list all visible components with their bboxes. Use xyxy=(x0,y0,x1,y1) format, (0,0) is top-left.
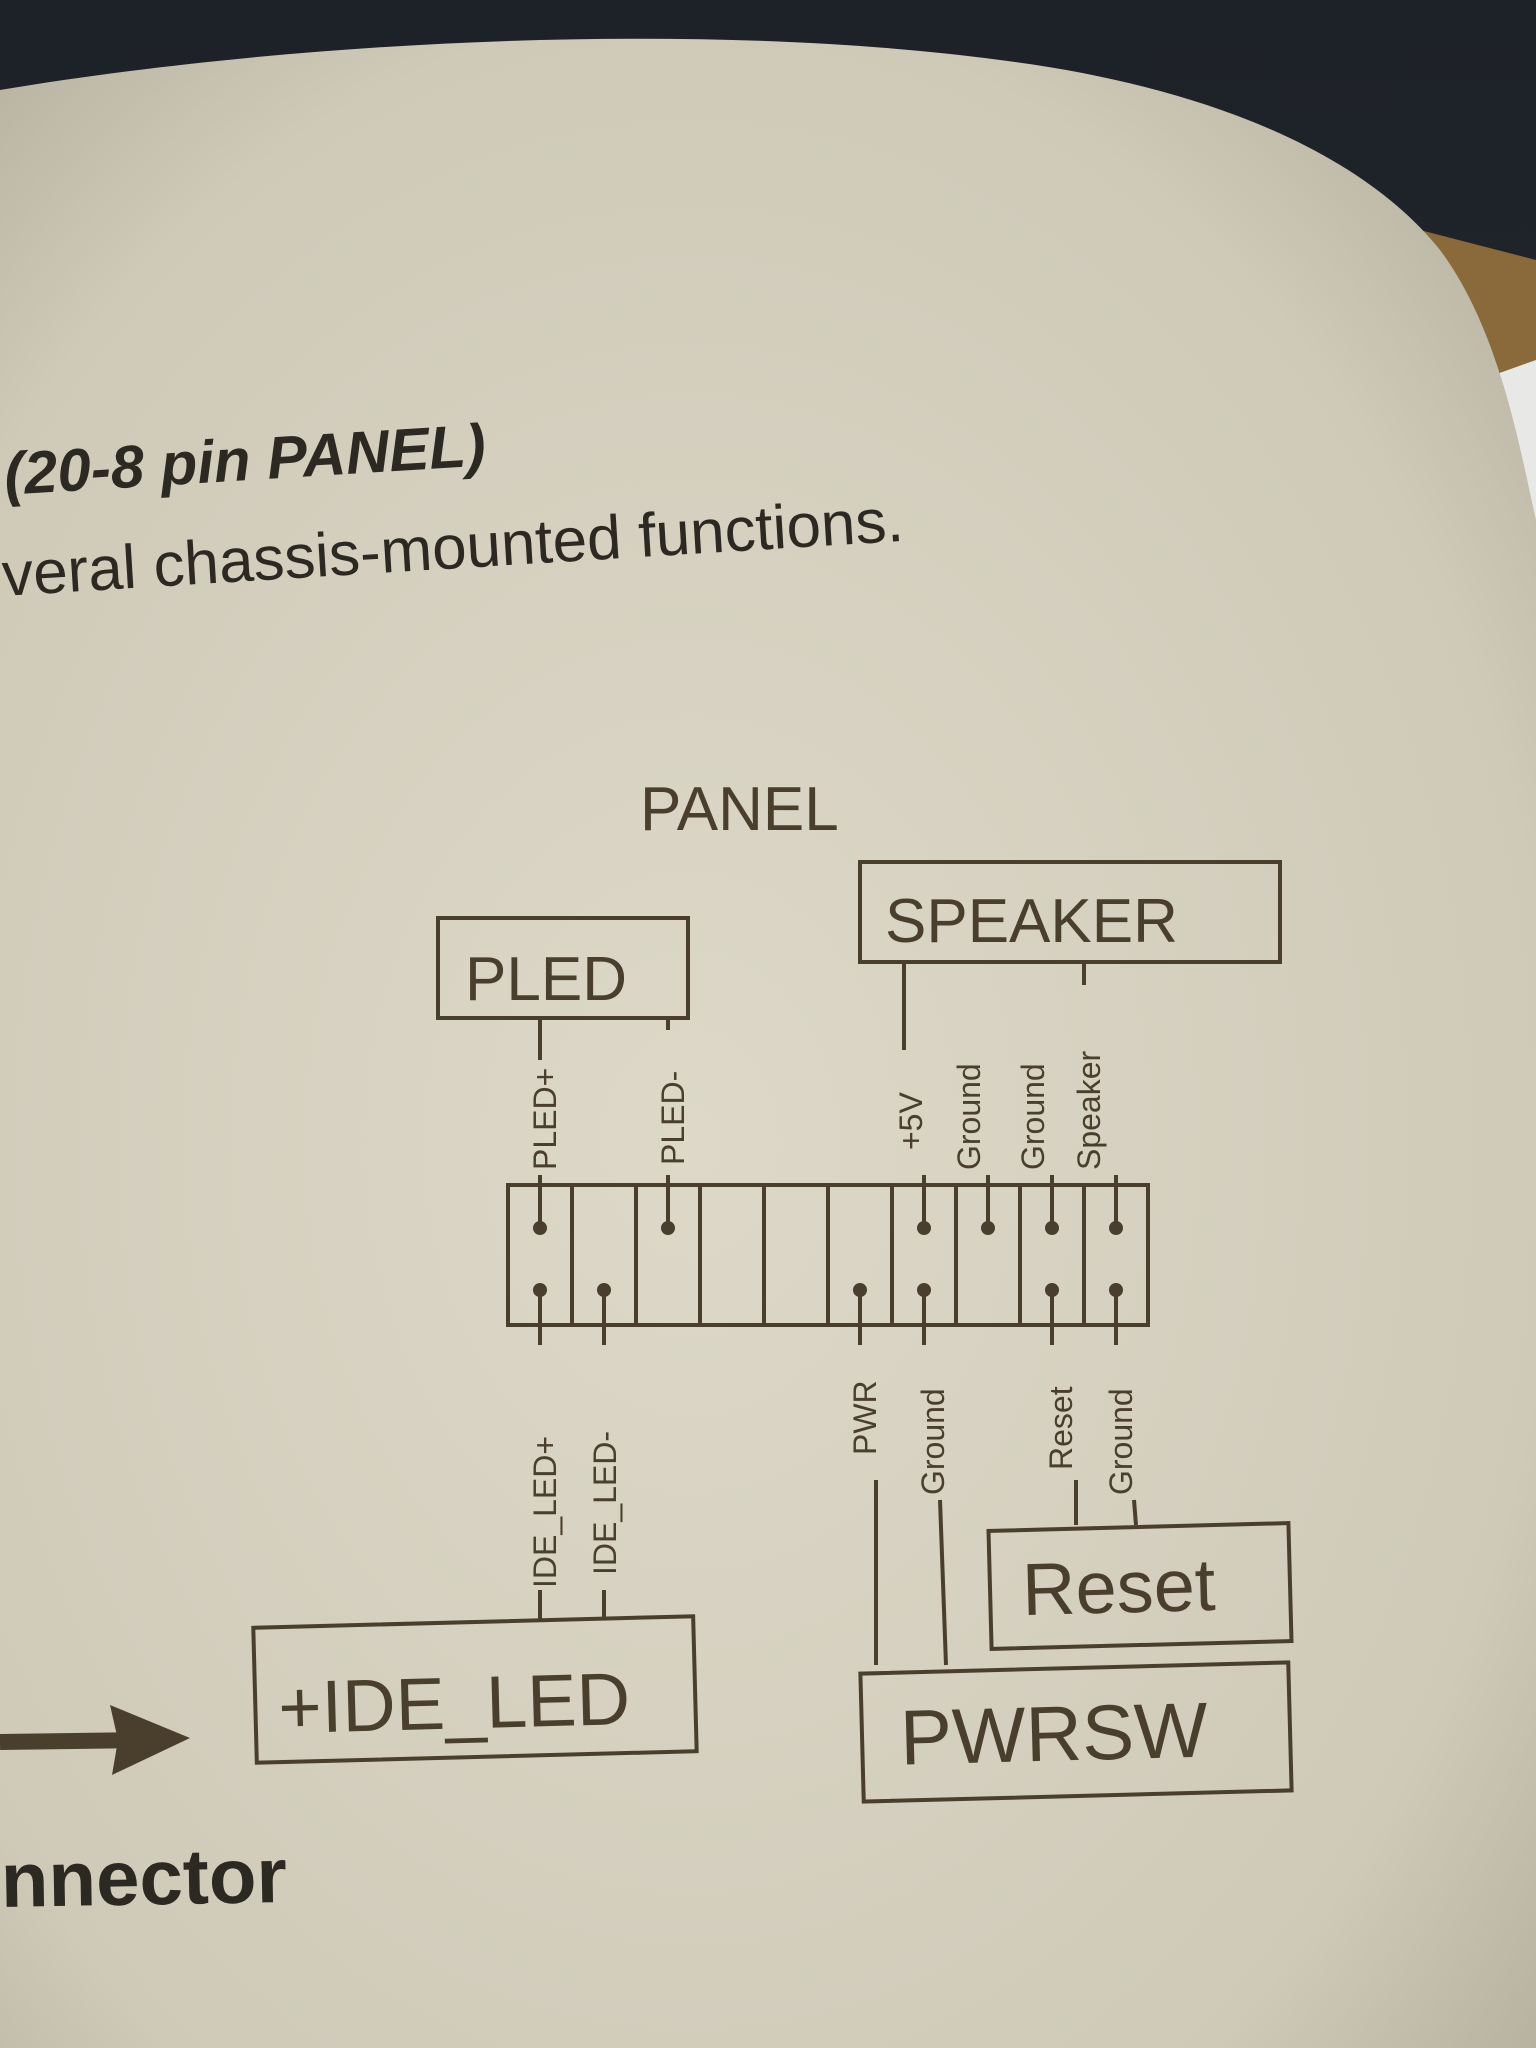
reset-box-label: Reset xyxy=(1021,1543,1217,1631)
pin-label-pled-minus: PLED- xyxy=(655,1071,691,1165)
pin-label-5v: +5V xyxy=(893,1092,929,1150)
arrow-icon xyxy=(110,1705,190,1775)
pin-label-ide-led-minus: IDE_LED- xyxy=(587,1431,623,1575)
pin-label-ground-4: Ground xyxy=(1103,1388,1139,1495)
pin-label-ground-3: Ground xyxy=(915,1388,951,1495)
ide-led-box xyxy=(251,1614,699,1765)
pled-box xyxy=(436,916,690,1020)
pin-label-pled-plus: PLED+ xyxy=(527,1068,563,1170)
reset-box xyxy=(986,1521,1294,1651)
panel-title: PANEL xyxy=(640,775,839,844)
pin-label-pwr: PWR xyxy=(847,1380,883,1455)
pin-label-ground-2: Ground xyxy=(1015,1063,1051,1170)
ide-led-box-label: +IDE_LED xyxy=(277,1657,631,1749)
pwrsw-box xyxy=(858,1660,1294,1804)
pin-label-ground-1: Ground xyxy=(951,1063,987,1170)
pin-label-ide-led-plus: IDE_LED+ xyxy=(527,1436,563,1588)
pwrsw-box-label: PWRSW xyxy=(899,1686,1209,1782)
pin-label-speaker: Speaker xyxy=(1071,1050,1107,1170)
book-page xyxy=(0,38,1536,2048)
speaker-box xyxy=(858,860,1282,964)
pin-label-reset: Reset xyxy=(1043,1386,1079,1470)
pled-box-label: PLED xyxy=(465,945,627,1014)
speaker-box-label: SPEAKER xyxy=(885,887,1178,956)
